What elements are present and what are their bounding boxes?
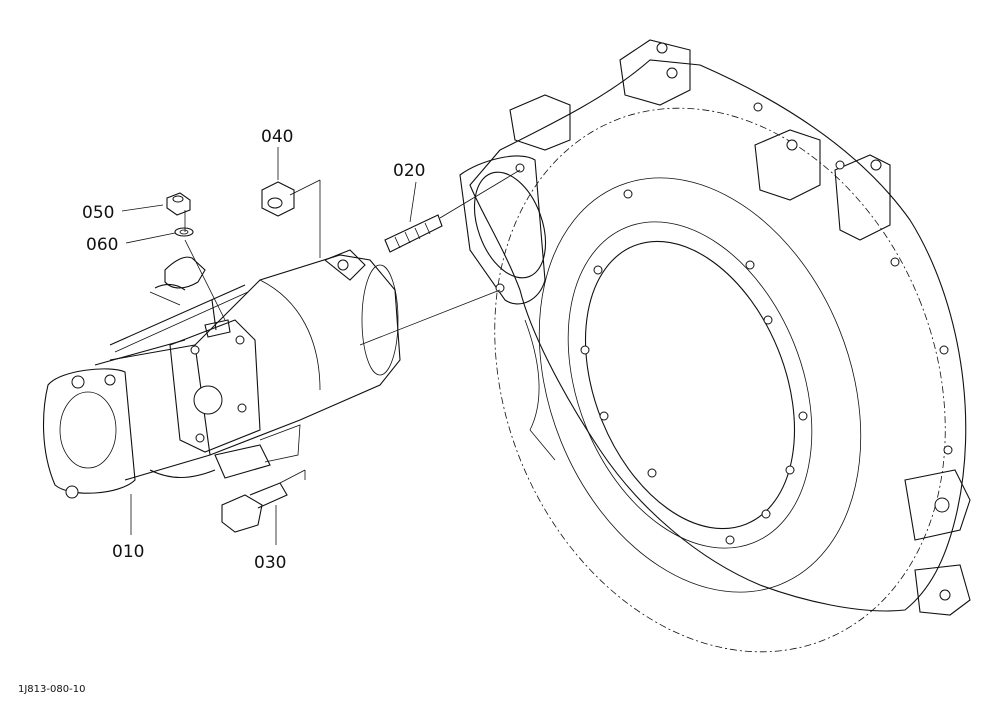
part-050-nut [166,192,191,216]
part-label-050: 050 [82,203,114,223]
part-label-010: 010 [112,542,144,562]
part-020-stud [384,214,443,253]
part-label-060: 060 [86,235,118,255]
cable-terminal [149,256,206,306]
part-label-030: 030 [254,553,286,573]
leader-lines [121,147,521,545]
part-060-washer [174,227,194,237]
flywheel-housing [459,39,971,653]
part-030-bolt [221,482,288,533]
starter-motor [42,249,401,499]
drawing-code: 1J813-080-10 [18,684,85,695]
part-label-020: 020 [393,161,425,181]
part-label-040: 040 [261,127,293,147]
part-040-nut [261,181,295,217]
